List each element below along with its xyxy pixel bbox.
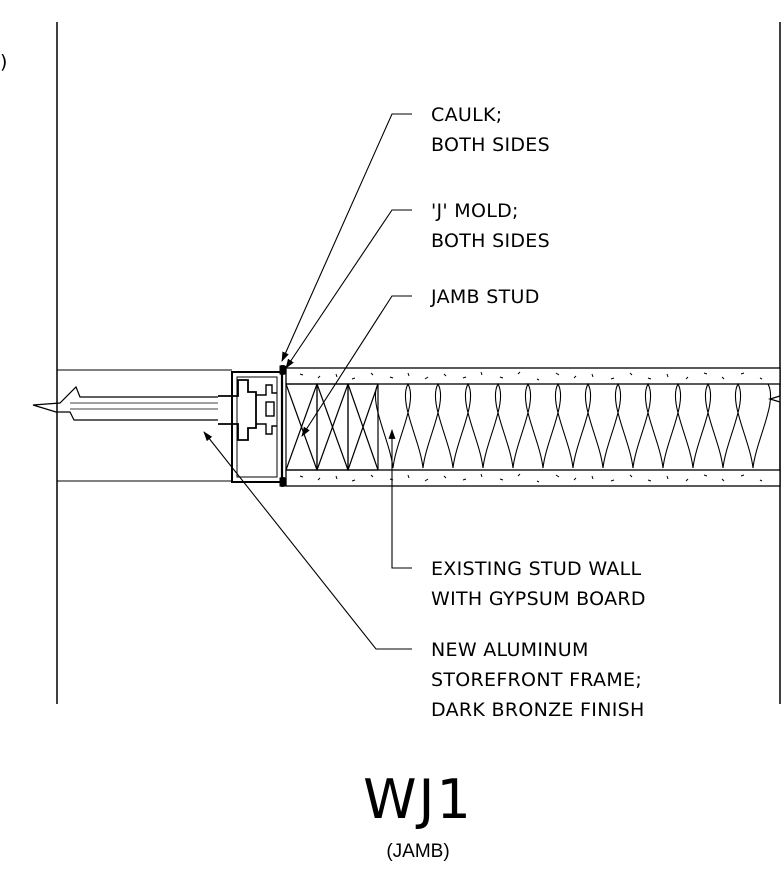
callout-leaders	[203, 113, 412, 650]
jamb-stud-blocks	[285, 383, 379, 471]
corner-mark: )	[0, 51, 8, 73]
batt-insulation	[374, 382, 772, 469]
callout-storefront-frame: NEW ALUMINUM STOREFRONT FRAME; DARK BRON…	[431, 639, 648, 721]
detail-title: WJ1	[363, 768, 473, 831]
detail-subtitle: (JAMB)	[386, 841, 449, 862]
aluminum-frame	[218, 365, 289, 487]
callout-caulk: CAULK; BOTH SIDES	[431, 104, 550, 156]
gypsum-board-bottom	[285, 469, 781, 487]
glazing-panel	[32, 385, 218, 421]
gypsum-board-top	[285, 367, 781, 385]
callout-j-mold: 'J' MOLD; BOTH SIDES	[431, 200, 550, 252]
callout-existing-stud-wall: EXISTING STUD WALL WITH GYPSUM BOARD	[431, 558, 648, 610]
callout-jamb-stud: JAMB STUD	[430, 286, 540, 308]
wall-break-symbol	[767, 384, 781, 470]
